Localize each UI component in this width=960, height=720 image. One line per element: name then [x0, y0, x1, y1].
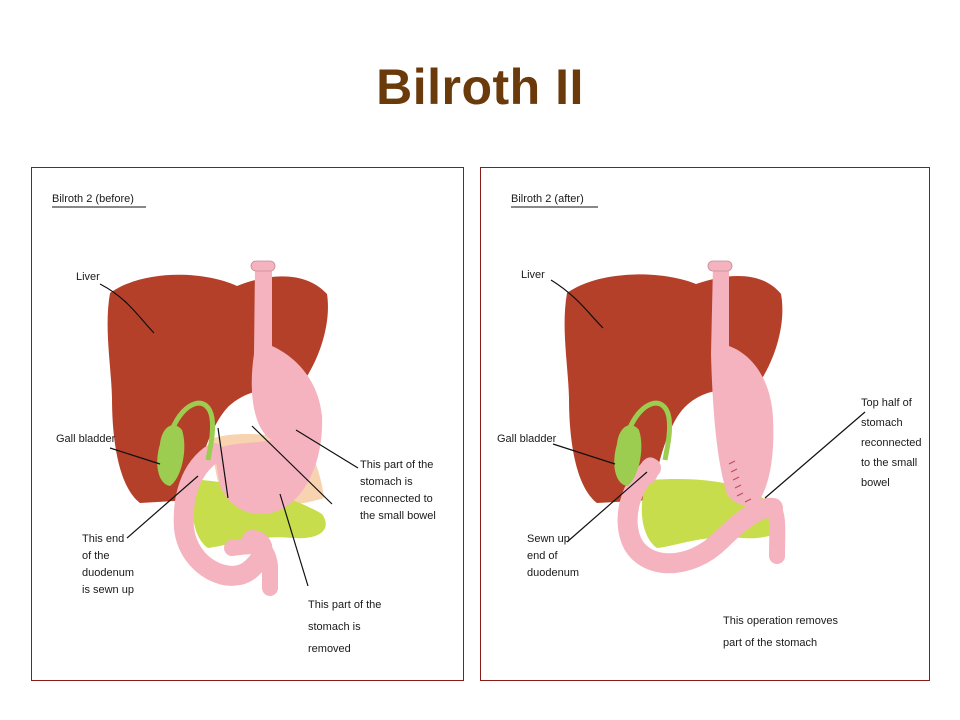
sewn-up-pointer [566, 471, 648, 543]
bile-duct [169, 400, 215, 461]
diagram-before: Bilroth 2 (before) Liver Gall bladder Th… [52, 193, 436, 655]
gallbladder-shape-after [614, 425, 642, 486]
esophagus-top-after [707, 260, 733, 272]
small-bowel-shape [617, 458, 783, 574]
bowel-exit [224, 537, 278, 596]
before-liver-label: Liver [76, 271, 100, 283]
liver-pointer [99, 283, 155, 334]
reconnected-label: This part of the stomach is reconnected … [360, 459, 436, 522]
removed-label: This part of the stomach is removed [308, 599, 384, 655]
gallbladder-shape [157, 425, 185, 486]
reconnected-pointer [251, 425, 333, 505]
top-half-label: Top half of stomach reconnected to the s… [861, 397, 925, 489]
duodenum-end-label: This end of the duodenum is sewn up [82, 533, 137, 596]
bowel-exit-after [765, 500, 786, 564]
gallbladder-pointer-after [552, 443, 616, 465]
reconnected-pointer-2 [295, 429, 359, 469]
bile-duct-after [626, 400, 672, 461]
duodenum-pointer [126, 475, 199, 539]
slide-title: Bilroth II [376, 59, 584, 115]
esophagus-top [250, 260, 276, 272]
diagram-after: Bilroth 2 (after) Liver Gall bladder Sew… [497, 193, 925, 649]
removed-pointer [279, 493, 309, 587]
after-gallbladder-label: Gall bladder [497, 433, 557, 445]
stomach-shape [214, 265, 323, 515]
diagram-after-panel: Bilroth 2 (after) Liver Gall bladder Sew… [480, 167, 930, 681]
duodenum-stump [641, 457, 659, 485]
before-header: Bilroth 2 (before) [52, 193, 134, 205]
gallbladder-pointer [109, 447, 161, 465]
after-header: Bilroth 2 (after) [511, 193, 584, 205]
suture-marks [728, 460, 760, 505]
after-liver-label: Liver [521, 269, 545, 281]
liver-pointer-after [550, 279, 604, 329]
top-half-pointer [764, 411, 866, 499]
diagram-before-panel: Bilroth 2 (before) Liver Gall bladder Th… [31, 167, 464, 681]
sewn-up-label: Sewn up end of duodenum [527, 533, 579, 579]
before-gallbladder-label: Gall bladder [56, 433, 116, 445]
operation-label: This operation removes part of the stoma… [723, 615, 841, 649]
removed-pointer-2 [217, 427, 229, 499]
stomach-remnant-shape [711, 265, 774, 506]
